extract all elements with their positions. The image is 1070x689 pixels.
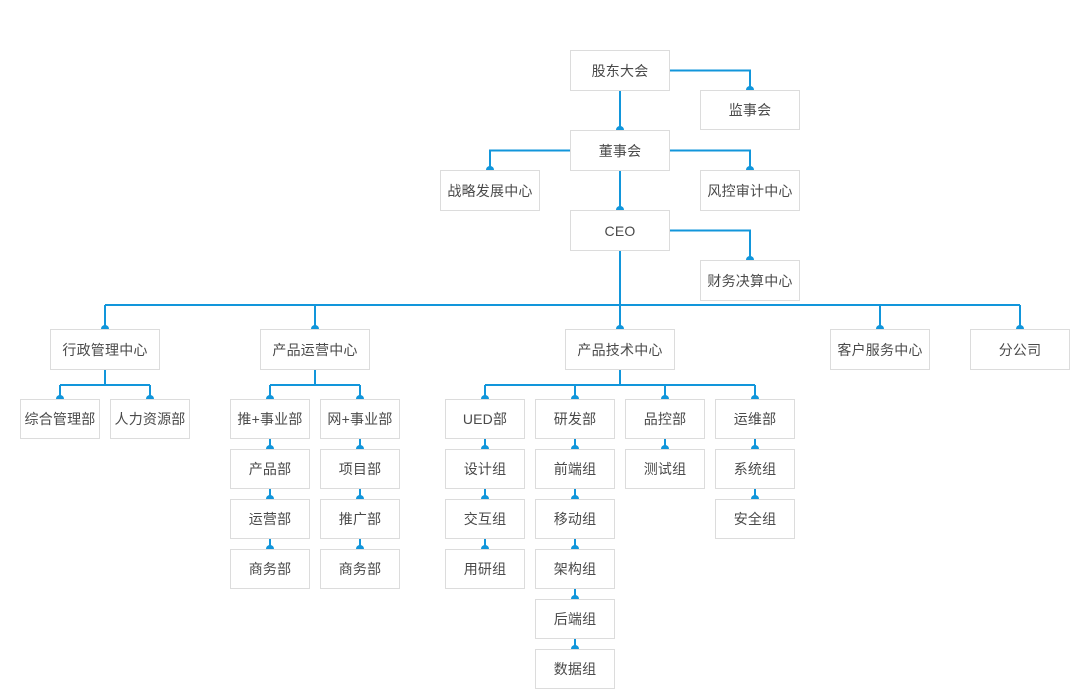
- org-node-label-shareholders: 股东大会: [591, 62, 649, 79]
- org-node-label-design-group: 设计组: [463, 461, 507, 477]
- org-node-label-customer-service-center: 客户服务中心: [837, 341, 923, 358]
- org-node-label-wang-bu: 网+事业部: [327, 411, 393, 427]
- org-node-interaction-group[interactable]: 交互组: [445, 499, 525, 539]
- org-node-label-board: 董事会: [598, 142, 642, 159]
- org-node-product-op-center[interactable]: 产品运营中心: [260, 329, 370, 370]
- org-node-design-group[interactable]: 设计组: [445, 449, 525, 489]
- org-node-label-business-dept-1: 商务部: [248, 561, 292, 577]
- org-node-data-group[interactable]: 数据组: [535, 649, 615, 689]
- connector-board-to-riskaudit: [670, 149, 751, 170]
- org-node-label-business-dept-2: 商务部: [338, 561, 382, 577]
- org-node-frontend-group[interactable]: 前端组: [535, 449, 615, 489]
- org-node-label-strategy: 战略发展中心: [447, 182, 533, 199]
- org-node-product-tech-center[interactable]: 产品技术中心: [565, 329, 675, 370]
- org-node-strategy[interactable]: 战略发展中心: [440, 170, 540, 211]
- org-node-label-rd-dept: 研发部: [553, 411, 597, 427]
- org-node-label-admin-center: 行政管理中心: [62, 341, 148, 358]
- org-node-label-operation-dept: 运营部: [248, 511, 292, 527]
- org-node-architecture-group[interactable]: 架构组: [535, 549, 615, 589]
- org-node-customer-service-center[interactable]: 客户服务中心: [830, 329, 930, 370]
- org-node-finance[interactable]: 财务决算中心: [700, 260, 800, 301]
- org-node-label-product-tech-center: 产品技术中心: [577, 341, 663, 358]
- org-node-qa-dept[interactable]: 品控部: [625, 399, 705, 439]
- org-node-label-user-research-group: 用研组: [463, 561, 507, 577]
- org-node-business-dept-2[interactable]: 商务部: [320, 549, 400, 589]
- org-node-shareholders[interactable]: 股东大会: [570, 50, 670, 91]
- org-node-label-riskaudit: 风控审计中心: [707, 182, 793, 199]
- org-node-project-dept[interactable]: 项目部: [320, 449, 400, 489]
- org-node-business-dept-1[interactable]: 商务部: [230, 549, 310, 589]
- connector-board-to-strategy: [489, 149, 570, 170]
- org-node-admin-center[interactable]: 行政管理中心: [50, 329, 160, 370]
- org-node-hr[interactable]: 人力资源部: [110, 399, 190, 439]
- org-node-label-branch: 分公司: [998, 341, 1042, 358]
- org-node-label-finance: 财务决算中心: [707, 272, 793, 289]
- org-node-label-mobile-group: 移动组: [553, 511, 597, 527]
- org-node-ued-dept[interactable]: UED部: [445, 399, 525, 439]
- org-node-rd-dept[interactable]: 研发部: [535, 399, 615, 439]
- org-node-label-security-group: 安全组: [733, 511, 777, 527]
- org-node-general-admin[interactable]: 综合管理部: [20, 399, 100, 439]
- org-node-label-test-group: 测试组: [643, 461, 687, 477]
- org-node-label-product-dept: 产品部: [248, 461, 292, 477]
- org-node-label-interaction-group: 交互组: [463, 511, 507, 527]
- org-node-supervisory[interactable]: 监事会: [700, 90, 800, 130]
- org-node-label-data-group: 数据组: [553, 661, 597, 677]
- org-node-label-qa-dept: 品控部: [643, 411, 687, 427]
- org-node-branch[interactable]: 分公司: [970, 329, 1070, 370]
- org-node-product-dept[interactable]: 产品部: [230, 449, 310, 489]
- connector-ceo-to-finance: [670, 229, 751, 260]
- org-node-label-hr: 人力资源部: [114, 411, 186, 427]
- org-node-label-product-op-center: 产品运营中心: [272, 341, 358, 358]
- org-node-backend-group[interactable]: 后端组: [535, 599, 615, 639]
- org-node-label-frontend-group: 前端组: [553, 461, 597, 477]
- org-node-label-ops-dept: 运维部: [733, 411, 777, 427]
- org-node-label-ued-dept: UED部: [462, 411, 508, 427]
- org-node-label-ceo: CEO: [604, 222, 636, 239]
- org-node-promotion-dept[interactable]: 推广部: [320, 499, 400, 539]
- org-node-operation-dept[interactable]: 运营部: [230, 499, 310, 539]
- org-node-test-group[interactable]: 测试组: [625, 449, 705, 489]
- org-node-ceo[interactable]: CEO: [570, 210, 670, 251]
- org-node-wang-bu[interactable]: 网+事业部: [320, 399, 400, 439]
- org-node-mobile-group[interactable]: 移动组: [535, 499, 615, 539]
- org-node-ops-dept[interactable]: 运维部: [715, 399, 795, 439]
- org-node-board[interactable]: 董事会: [570, 130, 670, 171]
- org-node-tui-bu[interactable]: 推+事业部: [230, 399, 310, 439]
- org-node-label-system-group: 系统组: [733, 461, 777, 477]
- org-node-riskaudit[interactable]: 风控审计中心: [700, 170, 800, 211]
- org-node-label-supervisory: 监事会: [728, 102, 772, 118]
- org-node-label-backend-group: 后端组: [553, 611, 597, 627]
- org-node-user-research-group[interactable]: 用研组: [445, 549, 525, 589]
- org-node-system-group[interactable]: 系统组: [715, 449, 795, 489]
- org-node-label-general-admin: 综合管理部: [24, 411, 96, 427]
- org-node-label-tui-bu: 推+事业部: [237, 411, 303, 427]
- org-node-label-project-dept: 项目部: [338, 461, 382, 477]
- connector-shareholders-to-supervisory: [670, 69, 751, 90]
- org-node-label-architecture-group: 架构组: [553, 561, 597, 577]
- org-node-label-promotion-dept: 推广部: [338, 511, 382, 527]
- org-node-security-group[interactable]: 安全组: [715, 499, 795, 539]
